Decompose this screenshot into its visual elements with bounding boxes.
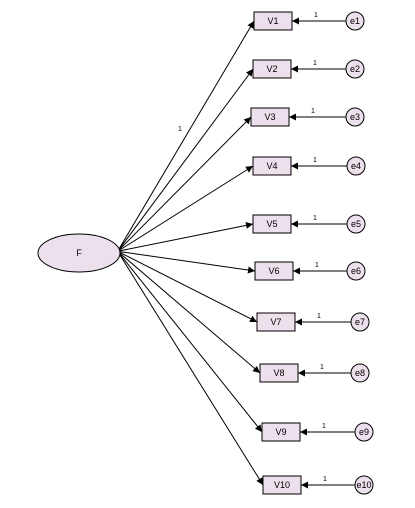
indicator-box-v3[interactable] — [250, 107, 290, 127]
error-label-e3: e3 — [350, 112, 360, 122]
latent-factor-ellipse[interactable] — [37, 233, 121, 273]
error-circle-e9[interactable] — [354, 422, 374, 442]
error-circle-e10[interactable] — [354, 475, 374, 495]
error-label-e7: e7 — [355, 317, 365, 327]
error-circle-e7[interactable] — [350, 312, 370, 332]
factor-loading-paths: 1 — [118, 20, 264, 486]
error-path-label-e7: 1 — [317, 313, 321, 320]
loading-path-v1 — [118, 20, 255, 250]
loading-path-v2 — [118, 68, 254, 250]
loading-path-v7 — [118, 251, 258, 323]
indicator-label-v2: V2 — [266, 64, 277, 74]
error-path-label-e10: 1 — [323, 476, 327, 483]
error-label-e9: e9 — [359, 427, 369, 437]
error-circle-e6[interactable] — [346, 261, 366, 281]
loading-path-v4 — [118, 165, 254, 251]
error-path-label-e5: 1 — [313, 215, 317, 222]
indicator-label-v9: V9 — [275, 427, 286, 437]
error-label-e8: e8 — [355, 368, 365, 378]
error-path-label-e3: 1 — [311, 108, 315, 115]
error-circle-e1[interactable] — [345, 11, 365, 31]
loading-path-v3 — [118, 116, 252, 251]
error-circle-e5[interactable] — [346, 214, 366, 234]
error-label-e1: e1 — [350, 16, 360, 26]
error-circle-e3[interactable] — [345, 107, 365, 127]
loading-path-v6 — [118, 251, 256, 274]
indicator-label-v10: V10 — [274, 480, 290, 490]
indicator-box-v5[interactable] — [252, 214, 292, 234]
error-paths: 1 1 1 1 1 1 1 1 1 1 — [289, 12, 355, 489]
latent-factor-label: F — [76, 248, 82, 258]
error-label-e6: e6 — [351, 266, 361, 276]
indicator-box-v4[interactable] — [252, 156, 292, 176]
indicator-box-v1[interactable] — [253, 11, 293, 31]
error-path-label-e8: 1 — [320, 364, 324, 371]
loading-path-v9 — [118, 252, 263, 433]
indicator-box-v9[interactable] — [261, 422, 301, 442]
indicator-label-v7: V7 — [270, 317, 281, 327]
fixed-loading-label: 1 — [178, 126, 182, 133]
indicator-label-v4: V4 — [266, 161, 277, 171]
indicator-label-v1: V1 — [267, 16, 278, 26]
error-label-e10: e10 — [356, 480, 371, 490]
error-circle-e8[interactable] — [350, 363, 370, 383]
error-label-e5: e5 — [351, 219, 361, 229]
error-path-label-e9: 1 — [322, 423, 326, 430]
error-label-e4: e4 — [351, 161, 361, 171]
error-path-label-e2: 1 — [313, 60, 317, 67]
indicator-label-v5: V5 — [266, 219, 277, 229]
error-path-label-e4: 1 — [313, 157, 317, 164]
error-path-label-e1: 1 — [314, 12, 318, 19]
latent-factor-group: F — [37, 233, 121, 273]
error-circle-e4[interactable] — [346, 156, 366, 176]
loading-path-v10 — [118, 253, 264, 486]
loading-path-v5 — [118, 221, 254, 252]
error-path-label-e6: 1 — [315, 262, 319, 269]
indicator-box-v2[interactable] — [252, 59, 292, 79]
indicator-box-v8[interactable] — [259, 363, 299, 383]
indicator-box-v7[interactable] — [256, 312, 296, 332]
indicator-box-v10[interactable] — [262, 475, 302, 495]
loading-path-v8 — [118, 252, 261, 374]
error-circles: e1 e2 e3 e4 e5 e6 e7 e8 e9 e10 — [345, 11, 374, 495]
indicator-label-v8: V8 — [273, 368, 284, 378]
indicator-label-v3: V3 — [264, 112, 275, 122]
error-label-e2: e2 — [350, 64, 360, 74]
error-circle-e2[interactable] — [345, 59, 365, 79]
indicator-label-v6: V6 — [268, 266, 279, 276]
indicator-box-v6[interactable] — [254, 261, 294, 281]
